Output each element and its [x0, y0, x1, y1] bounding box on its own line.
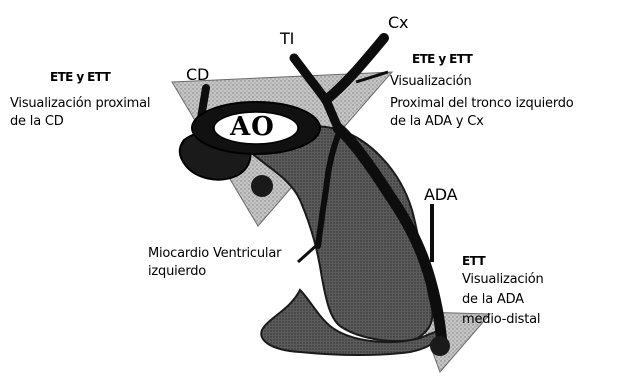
left-annotation-heading: ETE y ETT: [50, 70, 110, 85]
bottom-annotation-line1: Visualización: [462, 272, 544, 287]
right-annotation-line2: Proximal del tronco izquierdo: [390, 96, 574, 111]
right-annotation-line3: de la ADA y Cx: [390, 114, 484, 129]
marker-circle-2: [430, 336, 450, 356]
bottom-annotation-heading: ETT: [462, 254, 485, 269]
cx-label: Cx: [388, 14, 408, 32]
bottom-annotation-line2: de la ADA: [462, 292, 524, 307]
ada-label: ADA: [424, 186, 457, 204]
right-annotation-heading: ETE y ETT: [412, 52, 472, 67]
left-annotation-line2: de la CD: [10, 114, 64, 129]
left-ventricle-shape: [248, 126, 432, 341]
myocardium-line2: izquierdo: [148, 264, 206, 279]
bottom-annotation-line3: medio-distal: [462, 312, 540, 327]
cd-label: CD: [186, 66, 209, 84]
left-annotation-line1: Visualización proximal: [10, 96, 150, 111]
myocardium-pointer: [298, 244, 318, 262]
myocardium-line1: Miocardio Ventricular: [148, 246, 281, 261]
marker-circle-1: [251, 175, 273, 197]
ti-label: TI: [280, 30, 294, 48]
right-annotation-line1: Visualización: [390, 74, 472, 89]
aorta-label: AO: [230, 112, 275, 142]
